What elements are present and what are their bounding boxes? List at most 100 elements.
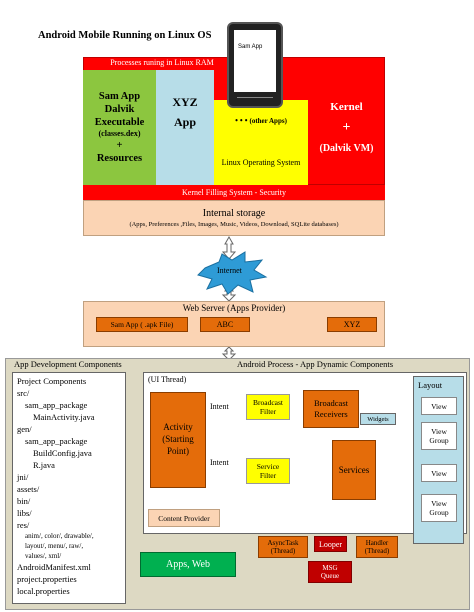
broadcast-filter-box: Broadcast Filter xyxy=(246,394,290,420)
kernel-line1: Kernel xyxy=(330,100,363,113)
handler-box: Handler (Thread) xyxy=(356,536,398,558)
phone-screen: Sam App xyxy=(234,30,276,92)
content-provider-box: Content Provider xyxy=(148,509,220,527)
web-item-sam-apk: Sam App ( .apk File) xyxy=(96,317,188,332)
kernel-line3: (Dalvik VM) xyxy=(319,143,374,155)
msg-queue-box: MSG Queue xyxy=(308,561,352,583)
services-box: Services xyxy=(332,440,376,500)
web-item-abc: ABC xyxy=(200,317,250,332)
activity-box: Activity (Starting Point) xyxy=(150,392,206,488)
layout-view-2-label: View xyxy=(431,468,447,478)
services-label: Services xyxy=(338,465,370,475)
web-server-title: Web Server (Apps Provider) xyxy=(182,303,286,313)
other-apps-box: • • • (other Apps) Linux Operating Syste… xyxy=(214,100,308,185)
internet-label: Internet xyxy=(217,266,242,275)
xyz-app-box: XYZ App xyxy=(156,70,214,185)
broadcast-filter-line1: Broadcast xyxy=(253,398,283,407)
internal-storage-box: Internal storage (Apps, Preferences ,Fil… xyxy=(83,200,385,236)
activity-line1: Activity xyxy=(163,422,193,433)
web-item-sam-apk-label: Sam App ( .apk File) xyxy=(110,320,174,329)
service-filter-box: Service Filter xyxy=(246,458,290,484)
layout-view-1: View xyxy=(421,397,457,415)
intent-label-2: Intent xyxy=(210,458,229,467)
dev-components-list: Project Components src/ sam_app_package … xyxy=(12,372,126,604)
service-filter-line2: Filter xyxy=(259,471,277,480)
layout-viewgroup-2-line1: View xyxy=(431,499,447,508)
activity-line2: (Starting xyxy=(162,434,194,445)
service-filter-line1: Service xyxy=(256,462,280,471)
storage-detail: (Apps, Preferences ,Files, Images, Music… xyxy=(129,221,339,228)
sam-app-box: Sam App Dalvik Executable (classes.dex) … xyxy=(83,70,156,185)
broadcast-receivers-box: Broadcast Receivers xyxy=(303,390,359,428)
web-item-abc-label: ABC xyxy=(216,320,234,329)
phone-illustration: Sam App xyxy=(227,22,283,108)
xyz-app-line2: App xyxy=(173,114,196,129)
broadcast-filter-line2: Filter xyxy=(259,407,277,416)
msg-queue-line2: Queue xyxy=(320,572,340,580)
dev-line: assets/ xyxy=(17,484,40,494)
sam-app-line1: Sam App xyxy=(98,90,141,102)
layout-viewgroup-2-line2: Group xyxy=(429,508,449,517)
layout-viewgroup-1-line1: View xyxy=(431,427,447,436)
sam-app-line4: (classes.dex) xyxy=(98,129,141,139)
dev-line: values/, xml/ xyxy=(25,552,62,560)
layout-viewgroup-2: View Group xyxy=(421,494,457,522)
dev-line: jni/ xyxy=(17,472,29,482)
sam-app-line3: Executable xyxy=(94,116,145,128)
dev-line: sam_app_package xyxy=(25,436,88,446)
dev-line: gen/ xyxy=(17,424,32,434)
dev-line: anim/, color/, drawable/, xyxy=(25,532,94,540)
handler-line1: Handler xyxy=(365,538,389,547)
dev-line: AndroidManifest.xml xyxy=(17,562,91,572)
broadcast-receivers-line1: Broadcast xyxy=(314,398,348,409)
apps-web-box: Apps, Web xyxy=(140,552,236,577)
dev-line: src/ xyxy=(17,388,30,398)
dev-line: R.java xyxy=(33,460,55,470)
msg-queue-line1: MSG xyxy=(322,563,338,572)
handler-line2: (Thread) xyxy=(364,547,390,555)
sam-app-line6: Resources xyxy=(96,153,143,165)
dev-line: BuildConfig.java xyxy=(33,448,92,458)
widgets-box: Widgets xyxy=(360,413,396,425)
dev-line: bin/ xyxy=(17,496,31,506)
layout-title: Layout xyxy=(418,380,443,390)
other-apps-label: (other Apps) xyxy=(249,117,287,125)
asynctask-box: AsyncTask (Thread) xyxy=(258,536,308,558)
web-item-xyz: XYZ xyxy=(327,317,377,332)
sam-app-line2: Dalvik xyxy=(104,103,135,115)
web-item-xyz-label: XYZ xyxy=(343,320,361,329)
asynctask-line2: (Thread) xyxy=(270,547,296,555)
dev-line: MainActivity.java xyxy=(33,412,95,422)
looper-label: Looper xyxy=(318,539,343,549)
dev-line: local.properties xyxy=(17,586,70,596)
layout-viewgroup-1-line2: Group xyxy=(429,436,449,445)
apps-web-label: Apps, Web xyxy=(165,559,210,570)
dev-line: sam_app_package xyxy=(25,400,88,410)
layout-view-2: View xyxy=(421,464,457,482)
process-title: Android Process - App Dynamic Components xyxy=(237,359,394,369)
linux-os-label: Linux Operating System xyxy=(221,158,301,167)
layout-viewgroup-1: View Group xyxy=(421,422,457,450)
dev-line: layout/, menu/, raw/, xyxy=(25,542,84,550)
ram-label: Processes runing in Linux RAM xyxy=(110,58,214,67)
sam-app-line5: + xyxy=(116,140,123,152)
ui-thread-label: (UI Thread) xyxy=(148,375,187,384)
dev-components-title: App Development Components xyxy=(14,359,122,369)
intent-label-1: Intent xyxy=(210,402,229,411)
dev-line: res/ xyxy=(17,520,30,530)
kernel-line2: + xyxy=(342,120,351,136)
xyz-app-line1: XYZ xyxy=(172,95,198,110)
layout-view-1-label: View xyxy=(431,401,447,411)
filing-system-label: Kernel Filling System - Security xyxy=(182,188,286,197)
phone-screen-text: Sam App xyxy=(238,44,263,50)
content-provider-label: Content Provider xyxy=(158,513,210,523)
activity-line3: Point) xyxy=(166,445,189,456)
looper-box: Looper xyxy=(314,536,347,552)
other-apps-dots: • • • xyxy=(235,116,248,125)
dev-line: Project Components xyxy=(17,376,87,386)
widgets-label: Widgets xyxy=(367,415,389,423)
phone-buttons xyxy=(237,97,273,102)
kernel-box: Kernel + (Dalvik VM) xyxy=(308,70,385,185)
asynctask-line1: AsyncTask xyxy=(267,538,299,547)
filing-system-bar: Kernel Filling System - Security xyxy=(83,185,385,200)
